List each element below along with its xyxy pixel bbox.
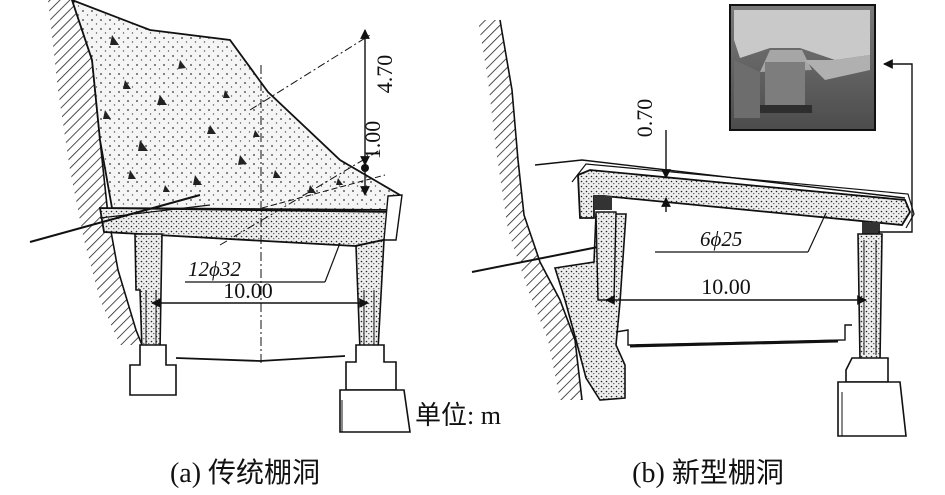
right-outer-column bbox=[857, 233, 883, 361]
left-outer-footing bbox=[345, 344, 397, 391]
right-bearing-outer bbox=[862, 222, 880, 234]
right-inner-column bbox=[595, 211, 617, 301]
left-inner-footing bbox=[129, 344, 177, 396]
right-cushion-line bbox=[534, 159, 906, 199]
right-dim-top-label: 0.70 bbox=[632, 99, 657, 138]
right-road-thick bbox=[629, 339, 839, 348]
caption-traditional: (a) 传统棚洞 bbox=[170, 457, 320, 489]
left-backfill bbox=[71, 0, 402, 211]
left-cliff-hatch bbox=[48, 0, 142, 345]
left-parapet bbox=[383, 194, 403, 241]
right-anchor-bar bbox=[471, 246, 599, 273]
left-inclined-guide-1 bbox=[249, 34, 371, 111]
left-inclined-guide-3 bbox=[261, 174, 386, 209]
right-rebar-leader-slant bbox=[807, 212, 827, 253]
left-rebar-leader-slant bbox=[324, 242, 341, 283]
right-roof-slab bbox=[577, 169, 912, 226]
right-bearing-inner bbox=[594, 196, 612, 210]
left-anchor-bar-2 bbox=[99, 204, 211, 219]
new-shed-drawing: 0.70 6ϕ25 10.00 bbox=[471, 4, 915, 437]
photo-pointer bbox=[878, 59, 913, 233]
right-outer-foundation bbox=[837, 381, 907, 437]
right-rebar-label: 6ϕ25 bbox=[700, 227, 742, 251]
left-inner-column bbox=[134, 233, 163, 351]
photo-inset bbox=[729, 4, 876, 131]
left-outer-foundation bbox=[339, 389, 411, 433]
right-span-label: 10.00 bbox=[701, 274, 751, 299]
left-inclined-guide-2 bbox=[219, 149, 381, 246]
right-cliff-line bbox=[499, 19, 583, 401]
left-backfill-aggregate bbox=[103, 35, 343, 193]
left-dim-upper-label: 4.70 bbox=[372, 55, 397, 94]
left-dim-node bbox=[361, 164, 369, 172]
right-outer-footing bbox=[845, 357, 889, 383]
unit-label: 单位: m bbox=[415, 401, 501, 430]
left-anchor-bar bbox=[29, 194, 201, 243]
left-rebar-label: 12ϕ32 bbox=[188, 257, 241, 281]
left-road-surface bbox=[175, 355, 346, 362]
left-dim-lower-label: 1.00 bbox=[360, 121, 385, 160]
left-outer-column bbox=[355, 238, 385, 351]
traditional-shed-drawing: 4.70 1.00 10.00 12ϕ32 单位: m bbox=[29, 0, 501, 433]
caption-new: (b) 新型棚洞 bbox=[632, 457, 784, 489]
right-cliff-hatch bbox=[478, 20, 582, 400]
